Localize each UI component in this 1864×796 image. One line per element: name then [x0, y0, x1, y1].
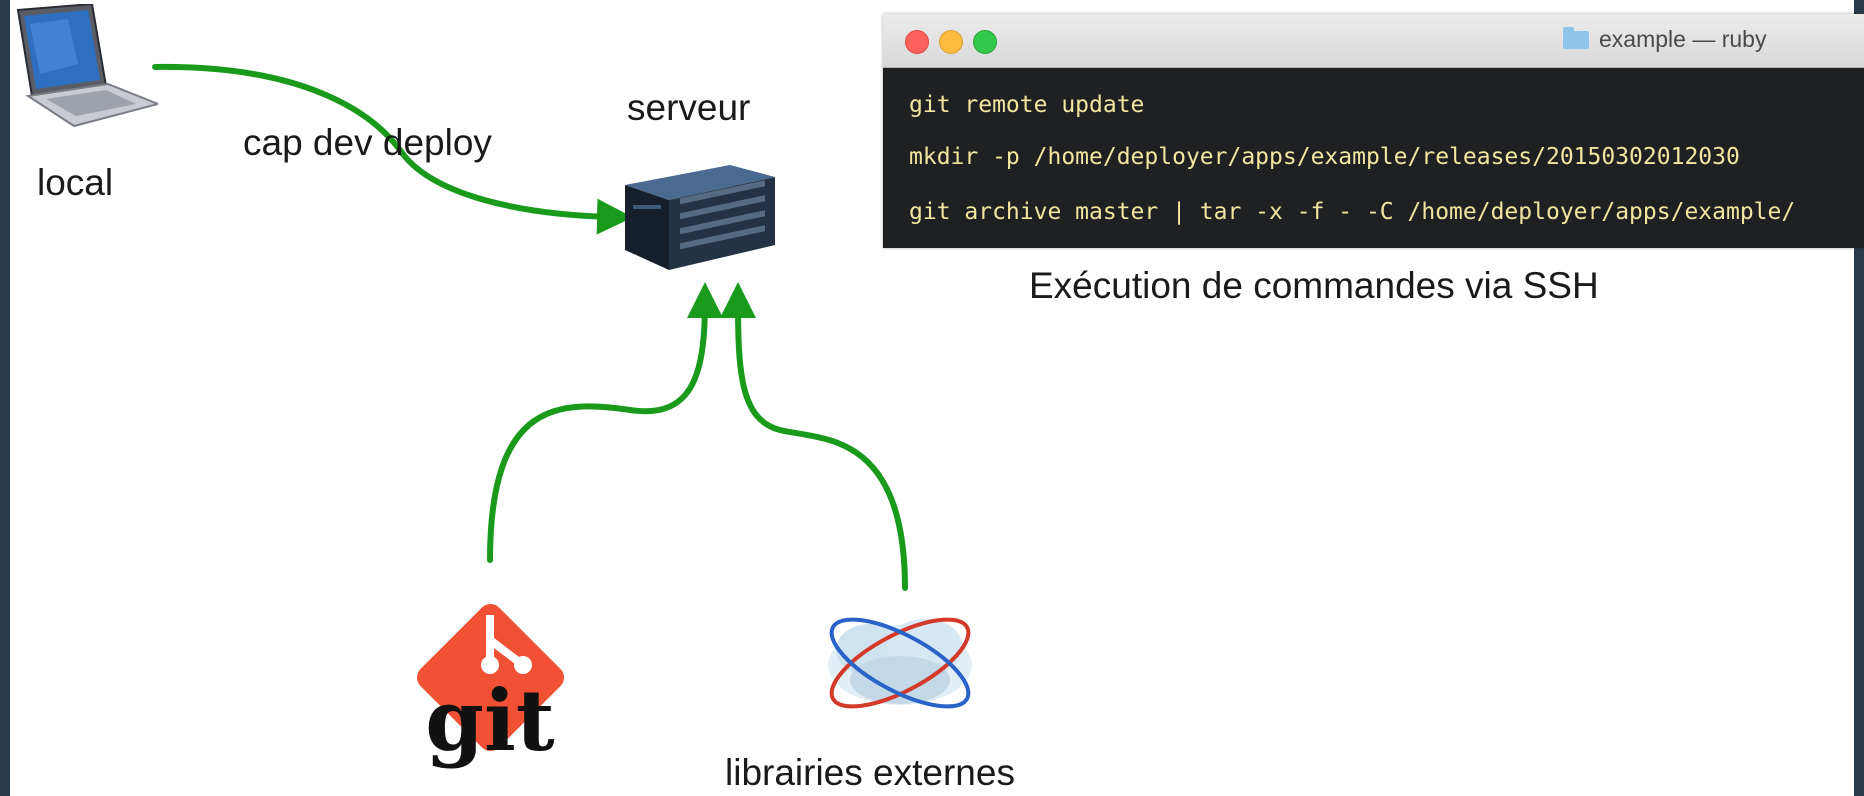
terminal-line: mkdir -p /home/deployer/apps/example/rel…	[909, 144, 1740, 170]
left-frame-bar	[0, 0, 10, 796]
server-icon	[625, 165, 775, 275]
cap-command-label: cap dev deploy	[243, 122, 492, 163]
git-logo-text: git	[425, 671, 555, 770]
ssh-caption: Exécution de commandes via SSH	[1029, 265, 1599, 306]
server-label: serveur	[627, 87, 751, 128]
terminal-window: example — ruby git remote update mkdir -…	[883, 14, 1864, 248]
folder-icon	[1563, 26, 1589, 49]
git-logo-icon: git	[398, 585, 583, 775]
terminal-title-text: example — ruby	[1599, 26, 1767, 52]
cloud-icon	[820, 605, 980, 725]
external-libs-label: librairies externes	[725, 752, 1015, 793]
right-frame-bar	[1854, 0, 1864, 796]
arrow-git-to-server	[487, 282, 723, 563]
terminal-line: git remote update	[909, 92, 1145, 118]
laptop-icon	[8, 2, 162, 133]
terminal-titlebar: example — ruby	[883, 14, 1864, 68]
minimize-window-button[interactable]	[939, 30, 963, 54]
terminal-title: example — ruby	[1563, 26, 1766, 53]
close-window-button[interactable]	[905, 30, 929, 54]
local-label: local	[37, 162, 114, 203]
arrow-local-to-server	[152, 63, 633, 235]
terminal-line: git archive master | tar -x -f - -C /hom…	[909, 199, 1796, 225]
maximize-window-button[interactable]	[973, 30, 997, 54]
arrow-libs-to-server	[720, 282, 908, 591]
